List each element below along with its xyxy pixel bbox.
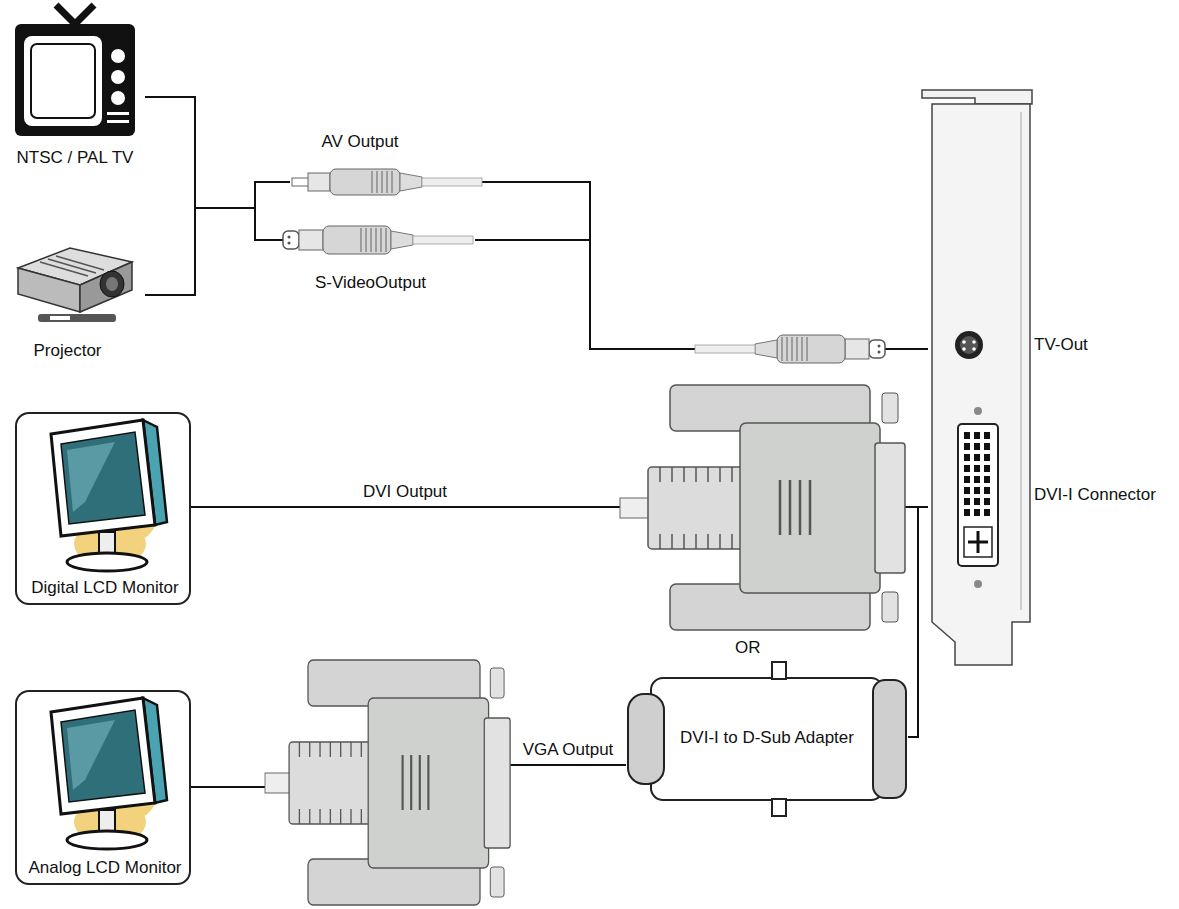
graphics-card: TV-OutDVI-I Connector xyxy=(928,88,1178,668)
cable-line xyxy=(145,182,290,295)
graphics-card-bracket xyxy=(968,531,988,553)
av-plug xyxy=(292,169,482,195)
monitor-box: Analog LCD Monitor xyxy=(15,690,191,885)
device-label: DVI-I to D-Sub Adapter xyxy=(626,728,908,748)
port-label: TV-Out xyxy=(1034,335,1174,355)
projector-icon xyxy=(40,256,104,276)
graphics-card-bracket xyxy=(964,432,994,520)
adapter-box: DVI-I to D-Sub Adapter xyxy=(626,660,908,818)
vga-plug xyxy=(265,660,510,905)
graphics-card-bracket xyxy=(1021,112,1022,610)
projector-icon xyxy=(106,277,118,291)
projector-icon xyxy=(80,262,132,312)
graphics-card-bracket xyxy=(974,580,982,588)
device-label: AV Output xyxy=(290,132,430,152)
cable-line xyxy=(145,97,283,240)
tv-icon xyxy=(111,91,125,105)
graphics-card-bracket xyxy=(960,336,978,354)
monitor-icon xyxy=(51,420,167,849)
tv-device: NTSC / PAL TV xyxy=(5,5,145,173)
graphics-card-bracket xyxy=(962,340,966,344)
vga-plug xyxy=(265,660,510,905)
adapter-outline xyxy=(873,680,906,798)
graphics-card-bracket xyxy=(932,104,1030,665)
monitor-icon xyxy=(51,420,167,571)
projector-device: Projector xyxy=(5,240,145,364)
projector-icon xyxy=(38,314,116,322)
projector-icon xyxy=(100,271,124,297)
cable-label: VGA Output xyxy=(520,740,617,760)
dvi-plug xyxy=(620,385,905,630)
graphics-card-bracket xyxy=(955,331,983,359)
tv-icon xyxy=(111,70,125,84)
adapter-outline xyxy=(628,694,664,784)
tv-icon xyxy=(31,44,95,118)
graphics-card-bracket xyxy=(964,527,992,557)
device-label: Digital LCD Monitor xyxy=(17,578,193,598)
graphics-card-bracket xyxy=(922,90,1032,104)
adapter-outline xyxy=(772,799,786,816)
device-label: S-VideoOutput xyxy=(288,273,453,293)
tv-icon xyxy=(107,112,129,115)
cable-line xyxy=(145,97,290,208)
s-video-plug-node: S-VideoOutput xyxy=(283,218,475,298)
adapter-outline xyxy=(772,662,786,679)
tv-icon xyxy=(24,36,102,126)
projector-icon xyxy=(18,268,80,312)
graphics-card-bracket xyxy=(958,424,998,566)
av-plug xyxy=(292,169,482,195)
device-label: NTSC / PAL TV xyxy=(5,148,145,168)
s-video-plug xyxy=(283,226,473,254)
graphics-card-bracket xyxy=(974,407,982,415)
monitor-icon xyxy=(51,698,167,849)
cable-line xyxy=(908,507,928,737)
cable-line xyxy=(475,240,928,349)
cable-label: DVI Output xyxy=(360,482,450,502)
projector-icon xyxy=(18,248,132,322)
device-label: Projector xyxy=(5,341,130,361)
tv-out-plug xyxy=(695,335,885,363)
tv-icon xyxy=(111,49,125,63)
cable-line xyxy=(145,208,283,295)
graphics-card-bracket xyxy=(922,90,1032,665)
device-label: Analog LCD Monitor xyxy=(17,858,193,878)
graphics-card-bracket xyxy=(972,340,976,344)
av-plug-node: AV Output xyxy=(290,128,480,198)
tv-icon xyxy=(107,120,129,123)
graphics-card-bracket xyxy=(962,347,966,351)
tv-icon xyxy=(56,5,94,24)
s-video-plug xyxy=(283,226,473,254)
port-label: DVI-I Connector xyxy=(1034,485,1174,505)
graphics-card-bracket xyxy=(972,347,976,351)
tv-icon xyxy=(15,5,135,136)
cable-line xyxy=(480,182,928,349)
monitor-box: Digital LCD Monitor xyxy=(15,412,191,605)
tv-out-plug xyxy=(695,335,885,363)
tv-icon xyxy=(15,24,135,136)
projector-icon xyxy=(50,316,70,320)
dvi-plug xyxy=(620,385,905,630)
alternative-label: OR xyxy=(735,638,761,658)
